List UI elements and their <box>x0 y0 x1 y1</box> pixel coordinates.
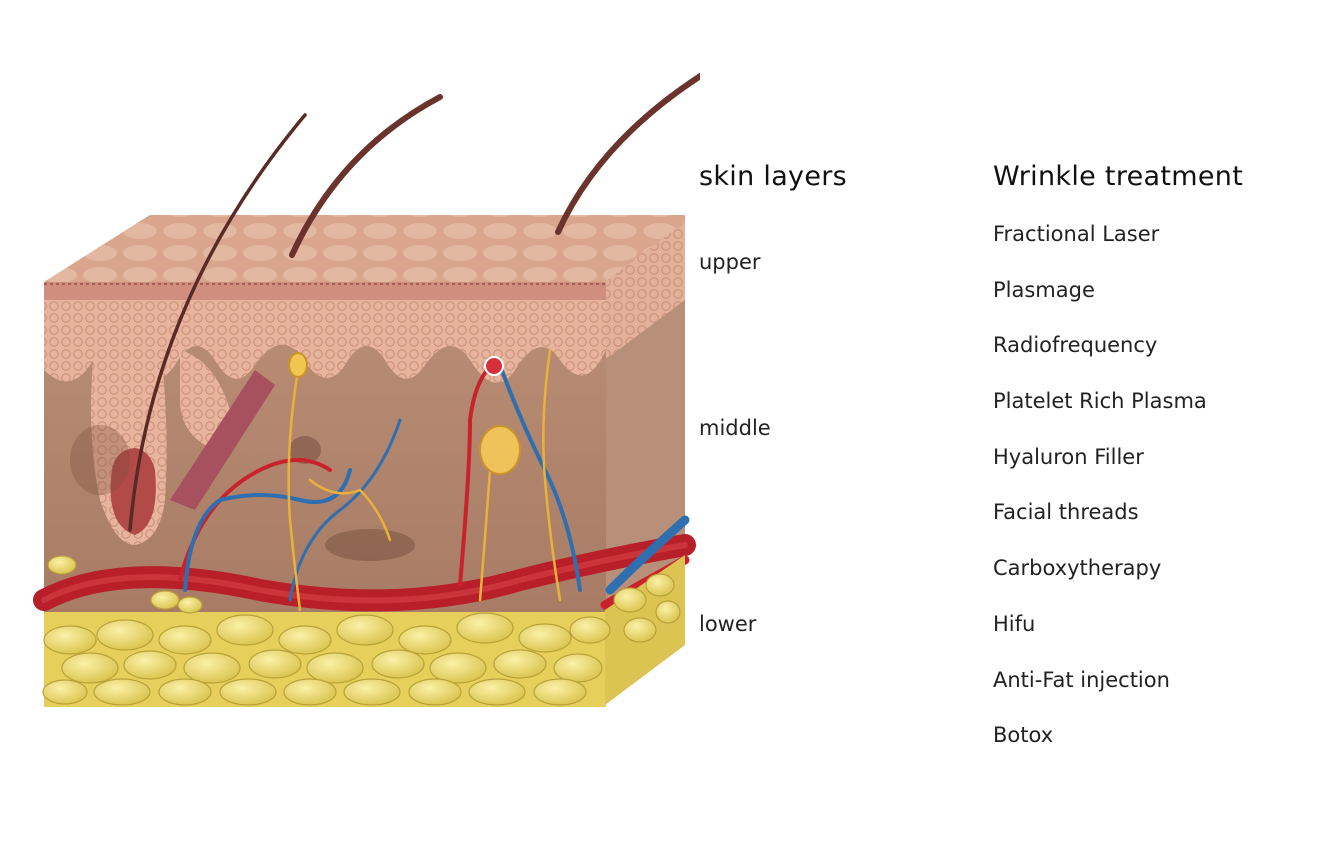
nerve-receptor-large <box>479 425 521 475</box>
treatment-item: Hifu <box>993 611 1036 636</box>
treatment-item: Platelet Rich Plasma <box>993 389 1207 414</box>
layer-label-upper: upper <box>699 250 761 274</box>
hair-bulb-marker <box>484 356 504 376</box>
arrector-muscle <box>170 370 275 510</box>
treatment-list: Fractional Laser Plasmage Radiofrequency… <box>993 222 1207 779</box>
treatment-item: Anti-Fat injection <box>993 667 1170 692</box>
treatment-item: Radiofrequency <box>993 333 1158 358</box>
blood-vessels <box>33 363 696 612</box>
skin-surface <box>44 215 685 300</box>
nerve-receptor-upper <box>288 352 308 378</box>
epidermis-layer <box>44 282 606 383</box>
layer-label-middle: middle <box>699 416 771 440</box>
treatment-item: Botox <box>993 723 1054 748</box>
treatment-item: Plasmage <box>993 277 1095 302</box>
wrinkle-treatment-heading: Wrinkle treatment <box>993 161 1244 192</box>
treatment-item: Fractional Laser <box>993 222 1160 246</box>
fat-layer <box>42 555 685 707</box>
nerve-fibers <box>287 348 562 612</box>
layer-label-lower: lower <box>699 612 757 636</box>
treatment-item: Facial threads <box>993 500 1139 525</box>
dermis-shading <box>70 425 415 561</box>
treatment-item: Carboxytherapy <box>993 556 1162 581</box>
skin-layers-heading: skin layers <box>699 161 848 192</box>
skin-cross-section-illustration <box>33 72 700 707</box>
treatment-item: Hyaluron Filler <box>993 444 1144 469</box>
hair-strands <box>128 72 700 532</box>
